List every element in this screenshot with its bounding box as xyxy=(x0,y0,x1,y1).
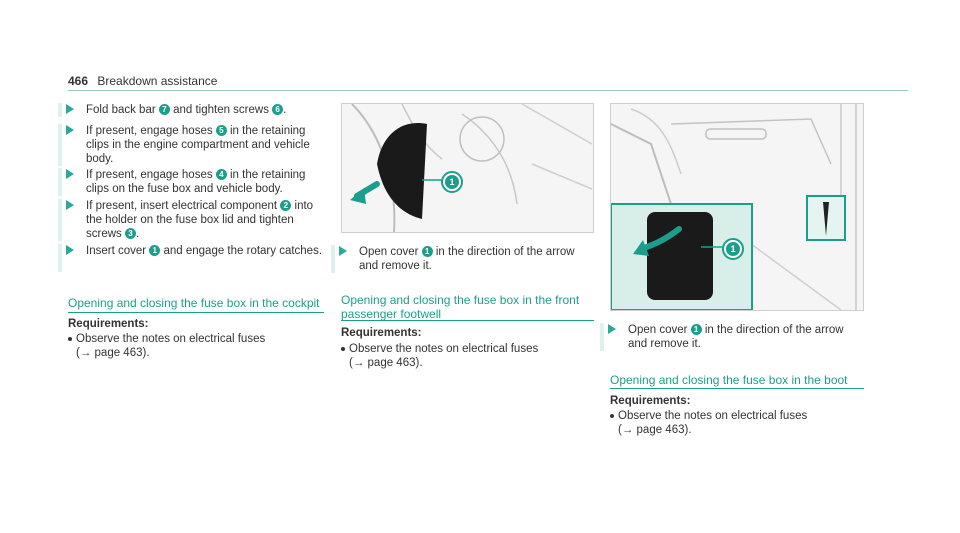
fuse-box-cover-shape xyxy=(377,123,427,219)
requirements-label: Requirements: xyxy=(68,318,149,330)
step-arrow-icon xyxy=(608,324,616,334)
section-title-cockpit: Opening and closing the fuse box in the … xyxy=(68,296,320,310)
step-arrow-icon xyxy=(66,125,74,135)
requirement-item: Observe the notes on electrical fuses (→… xyxy=(68,332,326,360)
requirement-item: Observe the notes on electrical fuses (→… xyxy=(341,342,589,370)
direction-arrow-icon xyxy=(350,188,366,204)
section-underline xyxy=(341,320,594,321)
instruction-step-open-cover: Open cover 1 in the direction of the arr… xyxy=(331,245,591,273)
instruction-step-1: Fold back bar 7 and tighten screws 6. xyxy=(58,103,323,117)
page-reference-link[interactable]: (→ page 463). xyxy=(76,347,150,359)
section-underline xyxy=(68,312,324,313)
callout-2: 2 xyxy=(280,200,292,212)
requirements-label: Requirements: xyxy=(341,327,422,339)
step-arrow-icon xyxy=(66,169,74,179)
direction-arrow-icon xyxy=(633,240,649,256)
instruction-step-5: Insert cover 1 and engage the rotary cat… xyxy=(58,244,323,272)
section-title-footwell: Opening and closing the fuse box in the … xyxy=(341,293,580,321)
callout-1: 1 xyxy=(421,246,433,258)
callout-1: 1 xyxy=(690,324,702,336)
step-arrow-icon xyxy=(66,245,74,255)
figure-callout-1: 1 xyxy=(445,175,459,189)
page-reference-link[interactable]: (→ page 463). xyxy=(618,424,692,436)
fuse-box-cover-shape xyxy=(647,212,713,300)
figure-callout-1: 1 xyxy=(726,242,740,256)
callout-5: 5 xyxy=(215,125,227,137)
page-reference-link[interactable]: (→ page 463). xyxy=(349,357,423,369)
step-arrow-icon xyxy=(339,246,347,256)
callout-6: 6 xyxy=(272,104,284,116)
header-divider xyxy=(68,90,908,91)
step-arrow-icon xyxy=(66,104,74,114)
page-number: 466 xyxy=(68,74,89,88)
footwell-illustration xyxy=(611,104,863,310)
callout-7: 7 xyxy=(158,104,170,116)
page-header: 466 Breakdown assistance xyxy=(68,74,217,88)
callout-3: 3 xyxy=(124,228,136,240)
figure-cockpit-fuse-box: 1 xyxy=(341,103,594,233)
section-name: Breakdown assistance xyxy=(97,74,218,88)
instruction-step-3: If present, engage hoses 4 in the retain… xyxy=(58,168,323,196)
instruction-step-2: If present, engage hoses 5 in the retain… xyxy=(58,124,323,166)
callout-4: 4 xyxy=(215,169,227,181)
requirement-item: Observe the notes on electrical fuses (→… xyxy=(610,409,858,437)
instruction-step-open-cover: Open cover 1 in the direction of the arr… xyxy=(600,323,860,351)
section-title-boot: Opening and closing the fuse box in the … xyxy=(610,373,848,387)
callout-1: 1 xyxy=(149,245,161,257)
section-underline xyxy=(610,388,864,389)
cockpit-illustration xyxy=(342,104,593,232)
instruction-step-4: If present, insert electrical component … xyxy=(58,199,323,241)
requirements-label: Requirements: xyxy=(610,395,691,407)
figure-footwell-fuse-box: 1 xyxy=(610,103,864,311)
step-arrow-icon xyxy=(66,200,74,210)
